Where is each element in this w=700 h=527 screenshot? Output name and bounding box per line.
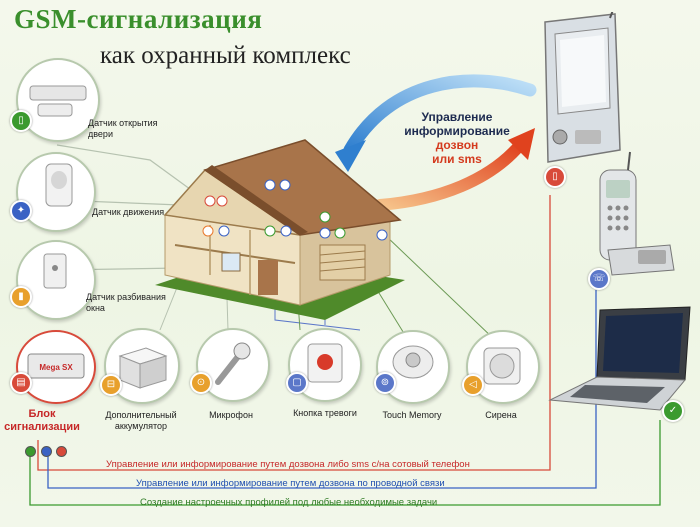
management-line1: Управление — [421, 110, 493, 124]
cordless-phone-badge: ☏ — [588, 268, 610, 290]
motion-sensor-badge: ✦ — [10, 200, 32, 222]
siren-label: Сирена — [485, 410, 517, 420]
laptop-icon — [548, 306, 691, 411]
house-illustration — [155, 139, 405, 320]
blue-dot — [41, 446, 52, 457]
touch-memory-circle — [376, 330, 450, 404]
microphone-label: Микрофон — [209, 410, 253, 420]
page-subtitle: как охранный комплекс — [100, 42, 351, 69]
management-line4: или sms — [432, 152, 482, 166]
management-text: Управление информирование дозвон или sms — [392, 110, 522, 166]
touch-memory-icon — [392, 345, 434, 379]
cordless-phone-icon — [599, 151, 675, 276]
legend-blue: Управление или информирование путем дозв… — [136, 478, 445, 489]
battery-badge: ⊟ — [100, 374, 122, 396]
motion-sensor-circle — [16, 152, 96, 232]
glass-break-sensor-icon — [43, 253, 67, 289]
alarm-unit-brand: Mega SX — [39, 363, 73, 372]
microphone-icon — [215, 342, 251, 385]
red-dot — [56, 446, 67, 457]
panic-button-icon — [307, 343, 343, 383]
door-sensor-badge: ▯ — [10, 110, 32, 132]
battery-label: Дополнительный аккумулятор — [105, 410, 177, 431]
touch-memory-label: Touch Memory — [382, 410, 442, 420]
motion-sensor-icon — [45, 163, 73, 207]
orange-arrow — [374, 139, 526, 211]
laptop-badge: ✓ — [662, 400, 684, 422]
panic-button-badge: ▢ — [286, 372, 308, 394]
management-line2: информирование — [404, 124, 510, 138]
glass-break-badge: ▮ — [10, 286, 32, 308]
alarm-unit-badge: ▤ — [10, 372, 32, 394]
legend-green: Создание настроечных профилей под любые … — [140, 497, 438, 508]
management-line3: дозвон — [435, 138, 479, 152]
alarm-unit-label: Блок сигнализации — [4, 408, 80, 433]
panic-button-label: Кнопка тревоги — [293, 408, 357, 418]
alarm-unit-circle: Mega SX — [16, 330, 96, 404]
door-sensor-icon — [29, 85, 87, 117]
alarm-unit-icon: Mega SX — [27, 353, 85, 379]
siren-icon — [483, 347, 521, 385]
door-sensor-label: Датчик открытия двери — [88, 118, 158, 139]
pda-badge: ▯ — [544, 166, 566, 188]
glass-break-circle — [16, 240, 96, 320]
glass-break-label: Датчик разбивания окна — [86, 292, 166, 313]
pda-phone-icon — [544, 12, 621, 163]
touch-memory-badge: ⊚ — [374, 372, 396, 394]
legend-red: Управление или информирование путем дозв… — [106, 459, 470, 470]
green-dot — [25, 446, 36, 457]
page-title: GSM-сигнализация — [14, 4, 263, 34]
motion-sensor-label: Датчик движения — [92, 207, 165, 217]
siren-badge: ◁ — [462, 374, 484, 396]
door-sensor-circle — [16, 58, 100, 142]
blue-arrow — [343, 74, 537, 157]
battery-icon — [118, 347, 168, 389]
microphone-badge: ⊙ — [190, 372, 212, 394]
